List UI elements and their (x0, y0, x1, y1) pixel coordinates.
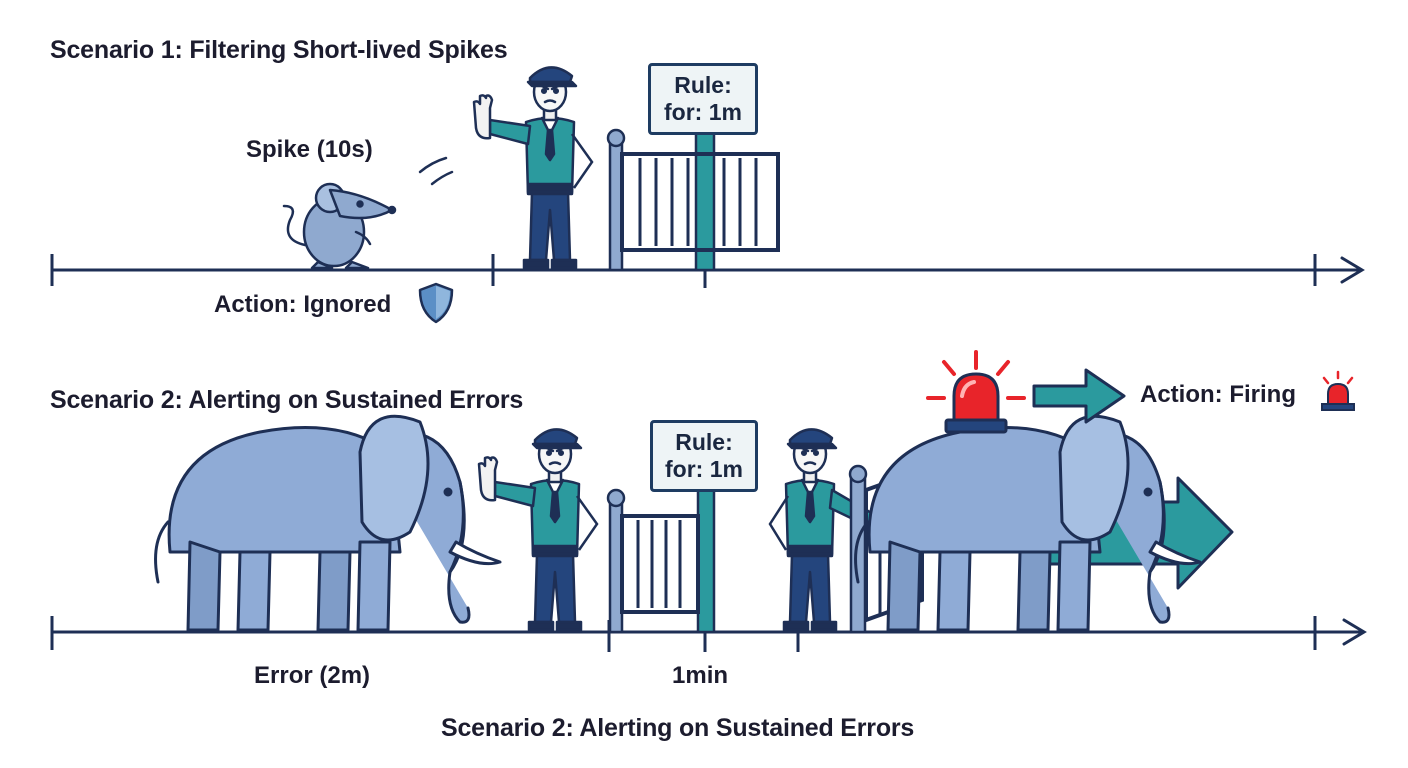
spike-label: Spike (10s) (246, 136, 373, 163)
action-ignored-label: Action: Ignored (214, 291, 392, 318)
guard-1 (472, 66, 594, 270)
rule-sign-2: Rule: for: 1m (650, 420, 758, 492)
action-firing-label: Action: Firing (1140, 381, 1296, 408)
elephant-icon-2 (854, 414, 1202, 632)
arrow-to-action-icon (1032, 368, 1126, 424)
rule-sign-1-title: Rule: (674, 72, 732, 98)
rule-sign-1: Rule: for: 1m (648, 63, 758, 135)
siren-icon (926, 350, 1026, 434)
shield-icon (418, 282, 454, 324)
mouse-icon (282, 182, 397, 270)
caption: Scenario 2: Alerting on Sustained Errors (441, 714, 915, 742)
scenario-1-heading: Scenario 1: Filtering Short-lived Spikes (50, 36, 508, 64)
error-label: Error (2m) (254, 662, 371, 689)
rule-sign-2-value: for: 1m (665, 456, 743, 482)
gate-2 (606, 488, 716, 634)
motion-lines (418, 156, 454, 186)
gate-1 (606, 128, 780, 272)
rule-sign-2-title: Rule: (675, 429, 733, 455)
scenario-2-heading: Scenario 2: Alerting on Sustained Errors (50, 386, 524, 414)
guard-2 (477, 428, 599, 632)
small-siren-icon (1321, 370, 1355, 411)
duration-label: 1min (672, 662, 729, 689)
rule-sign-1-value: for: 1m (664, 99, 742, 125)
elephant-icon-1 (154, 414, 502, 632)
